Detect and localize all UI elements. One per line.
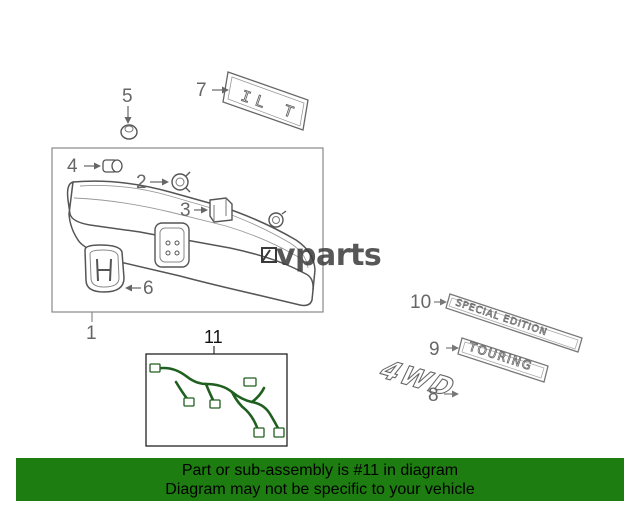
callout-5: 5 xyxy=(122,86,133,107)
watermark-logo-icon xyxy=(261,247,277,263)
clip-part-5 xyxy=(120,124,138,140)
emblem-touring: TOURING xyxy=(457,337,549,383)
callout-11: 11 xyxy=(204,327,223,347)
watermark-text: vparts xyxy=(276,238,382,273)
emblem-4wd: 4WD xyxy=(373,355,461,404)
screw-part-2 xyxy=(171,171,191,193)
callout-10: 10 xyxy=(410,292,432,313)
callout-1: 1 xyxy=(86,323,97,344)
banner-line-1: Part or sub-assembly is #11 in diagram xyxy=(181,461,459,479)
emblem-special-edition-text: SPECIAL EDITION xyxy=(454,297,549,338)
banner-line-2: Diagram may not be specific to your vehi… xyxy=(165,480,475,498)
grommet-part-4 xyxy=(102,159,123,173)
clip-part-3 xyxy=(209,197,233,223)
screw-extra xyxy=(268,210,287,228)
emblem-4wd-text: 4WD xyxy=(374,356,461,404)
h-emblem-part-6 xyxy=(84,244,125,293)
callout-8: 8 xyxy=(428,385,439,406)
callout-2: 2 xyxy=(136,172,147,193)
callout-3: 3 xyxy=(180,200,191,221)
callout-4: 4 xyxy=(67,156,78,177)
callout-7: 7 xyxy=(196,80,207,101)
emblem-il-t: IL T xyxy=(222,71,309,131)
callout-9: 9 xyxy=(429,339,440,360)
callout-6: 6 xyxy=(143,278,154,299)
info-banner: Part or sub-assembly is #11 in diagram D… xyxy=(16,458,624,501)
